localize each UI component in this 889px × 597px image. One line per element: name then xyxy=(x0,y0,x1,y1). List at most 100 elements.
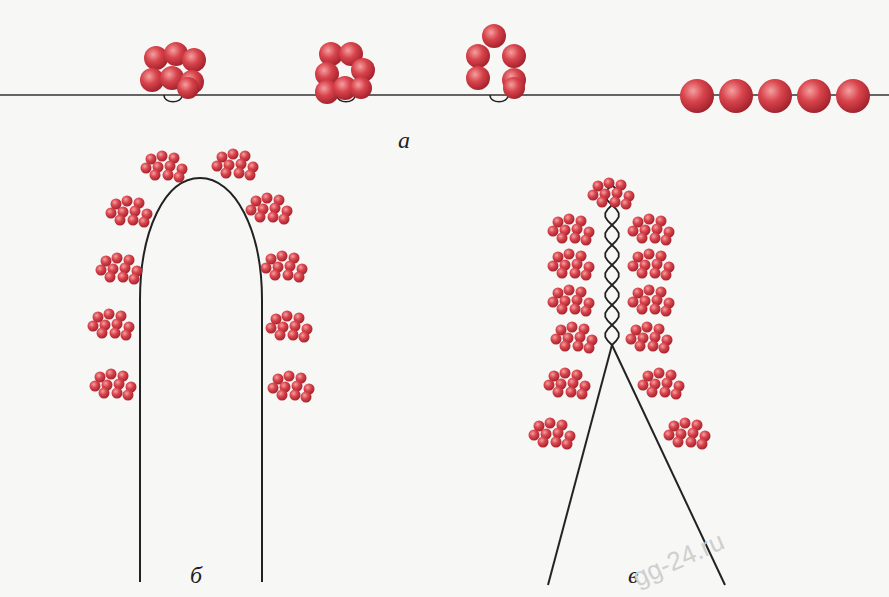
nucleosome xyxy=(661,306,672,317)
nucleosome xyxy=(573,341,584,352)
nucleosome xyxy=(797,79,831,113)
nucleosome xyxy=(637,233,648,244)
nucleosome xyxy=(567,322,578,333)
nucleosome xyxy=(270,270,281,281)
nucleosome xyxy=(97,328,108,339)
nucleosome xyxy=(106,208,117,219)
nucleosome xyxy=(245,170,256,181)
nucleosome xyxy=(660,387,671,398)
dna-strand xyxy=(605,185,618,345)
nucleosome xyxy=(647,387,658,398)
nucleosome xyxy=(557,233,568,244)
nucleosome xyxy=(564,214,575,225)
nucleosome xyxy=(275,330,286,341)
nucleosome xyxy=(545,418,556,429)
nucleosome xyxy=(560,341,571,352)
nucleosomes xyxy=(88,24,871,450)
nucleosome xyxy=(261,263,272,274)
nucleosome xyxy=(686,437,697,448)
nucleosome xyxy=(581,306,592,317)
nucleosome xyxy=(671,389,682,400)
nucleosome xyxy=(557,304,568,315)
nucleosome xyxy=(121,330,132,341)
nucleosome xyxy=(277,390,288,401)
nucleosome xyxy=(588,190,599,201)
panel-letter: б xyxy=(190,563,202,587)
nucleosome xyxy=(301,392,312,403)
nucleosome xyxy=(548,297,559,308)
nucleosome xyxy=(642,322,653,333)
nucleosome xyxy=(570,268,581,279)
nucleosome xyxy=(648,341,659,352)
nucleosome xyxy=(279,214,290,225)
nucleosome xyxy=(644,285,655,296)
nucleosome xyxy=(570,233,581,244)
nucleosome xyxy=(123,390,134,401)
nucleosome xyxy=(282,311,293,322)
nucleosome xyxy=(544,380,555,391)
nucleosome xyxy=(836,79,870,113)
nucleosome xyxy=(628,226,639,237)
nucleosome xyxy=(635,341,646,352)
nucleosome xyxy=(221,168,232,179)
nucleosome xyxy=(584,343,595,354)
nucleosome xyxy=(502,44,526,68)
nucleosome xyxy=(562,439,573,450)
nucleosome xyxy=(139,217,150,228)
twisted-fiber xyxy=(605,185,618,345)
dna-strand xyxy=(164,95,182,102)
nucleosome xyxy=(466,66,490,90)
nucleosome xyxy=(650,268,661,279)
nucleosome xyxy=(234,168,245,179)
nucleosome xyxy=(99,388,110,399)
nucleosome xyxy=(548,226,559,237)
nucleosome xyxy=(294,272,305,283)
dna-strand xyxy=(490,95,508,102)
nucleosome xyxy=(110,328,121,339)
nucleosome xyxy=(551,437,562,448)
nucleosome xyxy=(277,251,288,262)
nucleosome xyxy=(557,268,568,279)
nucleosome xyxy=(654,368,665,379)
nucleosome xyxy=(246,205,257,216)
nucleosome xyxy=(538,437,549,448)
nucleosome xyxy=(268,383,279,394)
nucleosome xyxy=(644,249,655,260)
nucleosome xyxy=(112,388,123,399)
nucleosome xyxy=(268,212,279,223)
nucleosome xyxy=(597,197,608,208)
nucleosome xyxy=(90,381,101,392)
nucleosome xyxy=(299,332,310,343)
dna-strand xyxy=(605,185,618,345)
nucleosome xyxy=(177,77,199,99)
nucleosome xyxy=(174,172,185,183)
nucleosome xyxy=(350,77,372,99)
nucleosome xyxy=(610,197,621,208)
nucleosome xyxy=(564,285,575,296)
nucleosome xyxy=(650,304,661,315)
nucleosome xyxy=(626,334,637,345)
nucleosome xyxy=(503,77,525,99)
nucleosome xyxy=(255,212,266,223)
nucleosome xyxy=(551,334,562,345)
nucleosome xyxy=(577,389,588,400)
nucleosome xyxy=(122,196,133,207)
panel-letter: а xyxy=(398,128,410,152)
nucleosome xyxy=(163,170,174,181)
nucleosome xyxy=(581,270,592,281)
nucleosome xyxy=(560,368,571,379)
nucleosome xyxy=(96,265,107,276)
nucleosome xyxy=(637,268,648,279)
label-patch xyxy=(187,560,205,590)
fiber-strand xyxy=(548,345,612,585)
nucleosome xyxy=(637,304,648,315)
nucleosome xyxy=(661,270,672,281)
nucleosome xyxy=(266,323,277,334)
nucleosome xyxy=(673,437,684,448)
nucleosome xyxy=(553,387,564,398)
nucleosome xyxy=(129,274,140,285)
nucleosome xyxy=(644,214,655,225)
nucleosome xyxy=(758,79,792,113)
nucleosome xyxy=(664,430,675,441)
